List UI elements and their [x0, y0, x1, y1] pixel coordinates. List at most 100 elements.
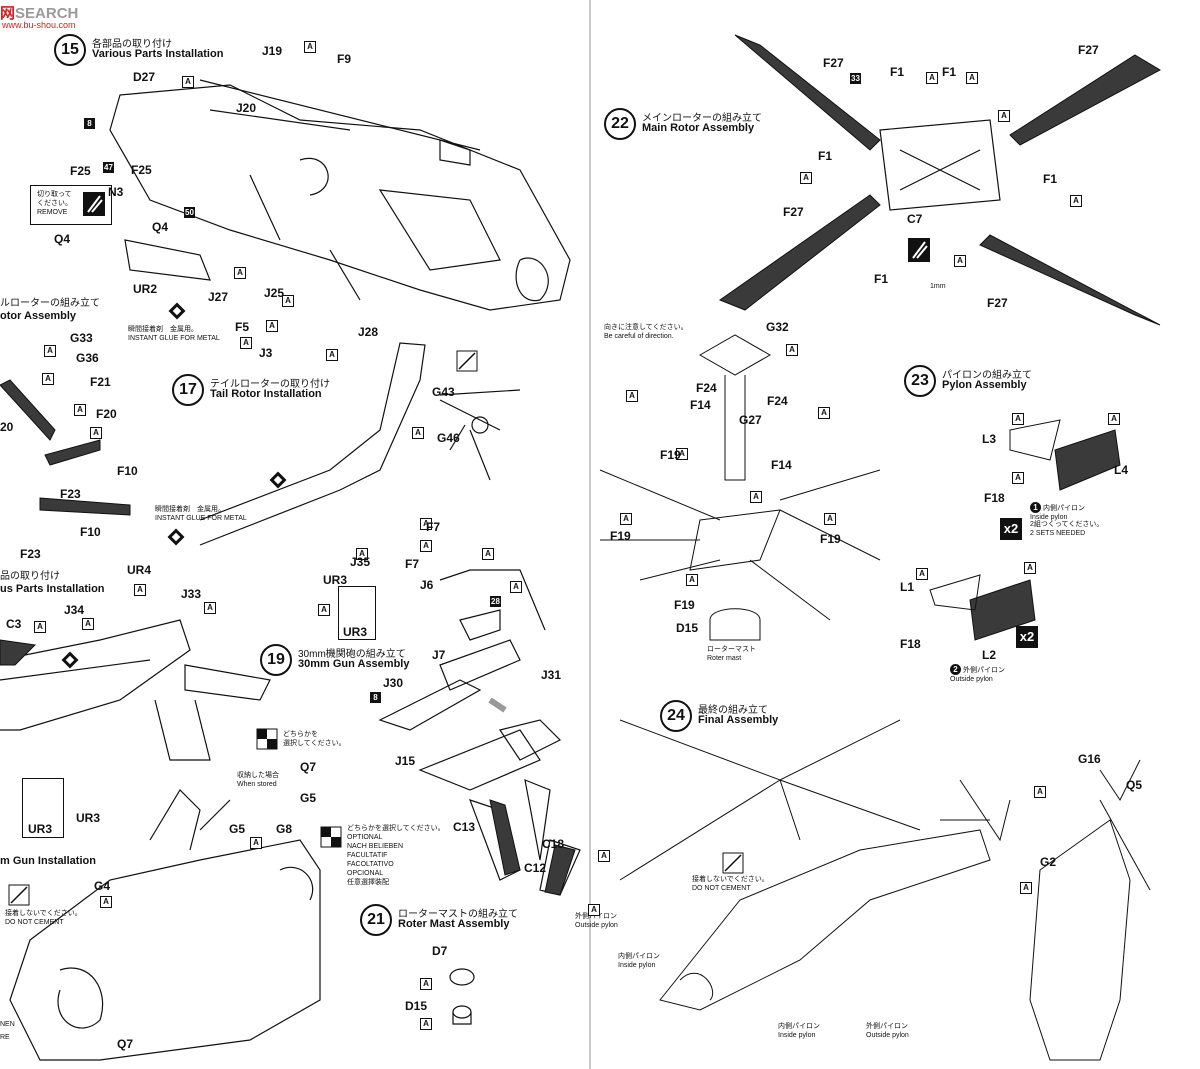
part-label: G46 — [437, 431, 460, 445]
attachment-a-tag: A — [916, 568, 928, 580]
two-sets-counter: x2 — [1000, 518, 1022, 540]
final-inside-2-jp: 内側パイロン — [778, 1023, 820, 1030]
part-label: G36 — [76, 351, 99, 365]
part-label: F1 — [942, 65, 957, 79]
final-outside-en: Outside pylon — [575, 922, 618, 929]
direction-note-jp: 向きに注意してください。 — [604, 324, 688, 331]
part-label: F7 — [405, 557, 420, 571]
attachment-a-tag: A — [240, 337, 252, 349]
part-label: F23 — [60, 487, 81, 501]
partial-heading-en: otor Assembly — [0, 310, 77, 322]
partial-heading-jp: ルローターの組み立て — [0, 298, 100, 309]
part-label: J31 — [541, 668, 562, 682]
pylon-l2 — [969, 579, 1036, 641]
step-number: 23 — [904, 365, 936, 397]
tail-boom-17 — [199, 342, 426, 546]
part-label: 20 — [0, 420, 14, 434]
part-label: Q4 — [152, 220, 169, 234]
step-title-jp: パイロンの組み立て — [942, 370, 1032, 381]
gun-part-c12 — [544, 844, 576, 896]
watermark-brand: 网SEARCH — [0, 2, 78, 23]
outside-pylon-en: Outside pylon — [950, 676, 993, 683]
part-label: D7 — [432, 944, 448, 958]
attachment-a-tag: A — [482, 548, 494, 560]
part-label: F7 — [426, 520, 441, 534]
part-label: L3 — [982, 432, 997, 446]
remove-notice: 切り取って ください。 REMOVE — [30, 185, 112, 225]
part-label: G2 — [1040, 855, 1057, 869]
cut-icon-2 — [908, 238, 930, 262]
helicopter-fuselage-18 — [0, 619, 271, 761]
final-inside-pylon-2: 内側パイロン Inside pylon — [778, 1022, 820, 1040]
attachment-a-tag: A — [134, 584, 146, 596]
part-label: F19 — [820, 532, 841, 546]
part-label: F1 — [890, 65, 905, 79]
part-label: D15 — [405, 999, 428, 1013]
outside-pylon-note: 2 外側パイロン Outside pylon — [950, 664, 1005, 684]
part-label: UR3 — [28, 822, 53, 836]
attachment-a-tag: A — [1108, 413, 1120, 425]
either-note-jp-1: どちらかを — [283, 731, 318, 738]
partial-heading-jp: 品の取り付け — [0, 571, 60, 582]
inside-pylon-en: Inside pylon — [1030, 514, 1068, 521]
attachment-a-tag: A — [326, 349, 338, 361]
part-label: UR2 — [133, 282, 158, 296]
helicopter-nose-20 — [9, 839, 321, 1061]
number-tag: 50 — [184, 207, 195, 218]
attachment-a-tag: A — [620, 513, 632, 525]
partial-heading-en: m Gun Installation — [0, 855, 96, 867]
watermark-brand-suffix: SEARCH — [15, 5, 79, 22]
part-label: G5 — [229, 822, 246, 836]
instant-glue-icon-4 — [61, 651, 79, 669]
step-title-jp: メインローターの組み立て — [642, 113, 762, 124]
stored-note: 収納した場合 When stored — [237, 771, 279, 789]
attachment-a-tag: A — [800, 172, 812, 184]
part-label: F10 — [80, 525, 101, 539]
part-label: J19 — [262, 44, 283, 58]
part-label: G27 — [739, 413, 762, 427]
part-label: G5 — [300, 791, 317, 805]
attachment-a-tag: A — [304, 41, 316, 53]
attachment-a-tag: A — [676, 448, 688, 460]
part-label: J27 — [208, 290, 229, 304]
glue-note-2-en: INSTANT GLUE FOR METAL — [155, 515, 247, 522]
part-label: D27 — [133, 70, 156, 84]
part-label: G8 — [276, 822, 293, 836]
part-label: UR3 — [343, 625, 368, 639]
part-label: F25 — [70, 164, 91, 178]
optional-note-line: FACOLTATIVO — [347, 861, 394, 868]
attachment-a-tag: A — [598, 850, 610, 862]
either-note-jp-2: 選択してください。 — [283, 740, 346, 747]
part-label: L2 — [982, 648, 997, 662]
part-label: G33 — [70, 331, 93, 345]
part-label: C12 — [524, 861, 547, 875]
partial-heading-16: ルローターの組み立て otor Assembly — [0, 297, 100, 323]
pylon-l3 — [1009, 419, 1061, 461]
step-title-jp: 30mm機関砲の組み立て — [298, 649, 406, 660]
attachment-a-tag: A — [100, 896, 112, 908]
instant-glue-icon-3 — [269, 471, 287, 489]
attachment-a-tag: A — [510, 581, 522, 593]
main-rotor-blade-4 — [979, 234, 1161, 326]
main-rotor-blade-1 — [734, 34, 881, 151]
gun-part-c13 — [489, 799, 521, 876]
part-label: J30 — [383, 676, 404, 690]
attachment-a-tag: A — [420, 978, 432, 990]
part-label: L4 — [1114, 463, 1129, 477]
watermark-brand-red: 网 — [0, 5, 16, 22]
part-label: F14 — [690, 398, 711, 412]
attachment-a-tag: A — [686, 574, 698, 586]
attachment-a-tag: A — [420, 540, 432, 552]
attachment-a-tag: A — [204, 602, 216, 614]
part-label: C18 — [542, 837, 565, 851]
part-label: J33 — [181, 587, 202, 601]
glue-note-jp: 瞬間接着剤 金属用。 — [128, 326, 198, 333]
part-label: F27 — [1078, 43, 1099, 57]
no-cement-jp: 接着しないでください。 — [692, 876, 769, 883]
attachment-a-tag: A — [250, 837, 262, 849]
part-label: J3 — [259, 346, 273, 360]
part-label: F27 — [987, 296, 1008, 310]
part-label: G16 — [1078, 752, 1101, 766]
part-label: L1 — [900, 580, 915, 594]
